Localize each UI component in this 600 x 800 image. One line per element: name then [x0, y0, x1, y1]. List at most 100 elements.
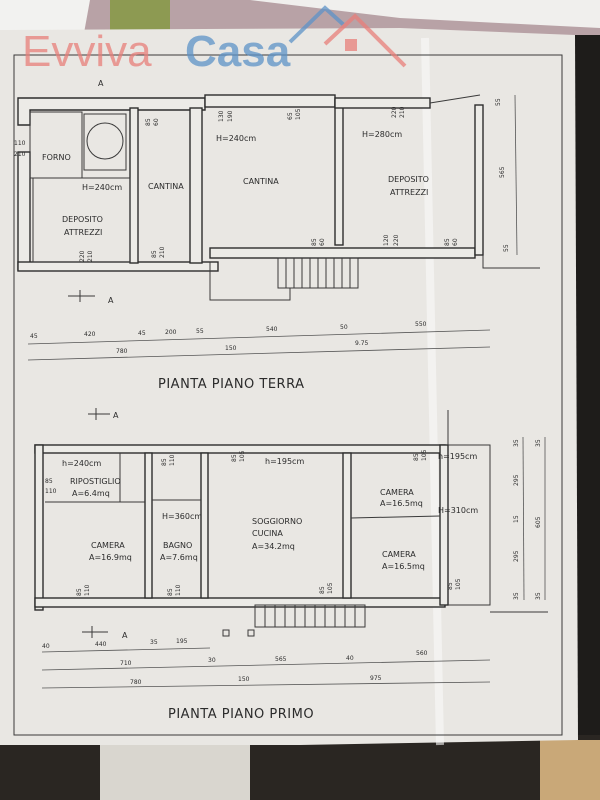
room-area: A=7.6mq — [160, 553, 198, 562]
wall — [34, 444, 44, 611]
room-label-deposito: DEPOSITO — [62, 215, 103, 224]
room-label-bagno: BAGNO — [163, 541, 192, 550]
opening-height: 60 — [153, 118, 160, 126]
room-label-camera: CAMERA — [91, 541, 125, 550]
wall — [200, 452, 209, 599]
logo-roof-red-icon — [323, 13, 407, 68]
dim-label: 200 — [165, 329, 177, 336]
vertical-dim: 295 — [513, 550, 520, 562]
wall — [34, 597, 446, 608]
wall — [209, 247, 476, 259]
dimension-line — [41, 647, 211, 653]
section-marker: A — [108, 296, 114, 305]
opening-width: 85 — [145, 118, 152, 126]
room-height: H=240cm — [82, 183, 122, 192]
opening-height: 110 — [45, 488, 57, 495]
opening-width: 130 — [218, 110, 225, 122]
logo-window-icon — [345, 39, 357, 51]
opening-width: 220 — [391, 106, 398, 118]
opening-width: 85 — [413, 453, 420, 461]
dim-label: 560 — [416, 650, 428, 657]
room-area: A=6.4mq — [72, 489, 110, 498]
opening-height: 105 — [295, 108, 302, 120]
vertical-dim-line — [522, 436, 525, 601]
vertical-dim: 15 — [513, 515, 520, 523]
oven-box — [83, 113, 127, 171]
opening-height: 210 — [14, 151, 26, 158]
dim-label: 9.75 — [355, 340, 369, 347]
opening-height: 60 — [319, 238, 326, 246]
logo-roof-blue-icon — [288, 5, 347, 44]
vertical-dim: 35 — [535, 439, 542, 447]
vertical-dim: 55 — [495, 98, 502, 106]
section-marker: A — [98, 79, 104, 88]
dimension-line — [27, 346, 491, 361]
opening-width: 85 — [45, 478, 53, 485]
dim-label: 35 — [150, 639, 158, 646]
room-label-ripostiglio: RIPOSTIGLIO — [70, 477, 121, 486]
opening-height: 105 — [455, 578, 462, 590]
wall — [334, 99, 344, 246]
room-label-forno: FORNO — [42, 153, 71, 162]
wall — [342, 452, 352, 599]
room-label-camera: CAMERA — [382, 550, 416, 559]
room-area: A=16.5mq — [382, 562, 425, 571]
room-area: A=34.2mq — [252, 542, 295, 551]
dimension-line — [27, 329, 491, 345]
vertical-dim: 55 — [503, 244, 510, 252]
opening-width: 85 — [319, 586, 326, 594]
opening-height: 105 — [239, 450, 246, 462]
dim-label: 50 — [340, 324, 348, 331]
ground-floor-plan: FORNO H=240cm DEPOSITO ATTREZZI CANTINA … — [14, 79, 540, 392]
vertical-dim: 605 — [535, 516, 542, 528]
oven-circle-icon — [86, 122, 124, 160]
opening-width: 65 — [287, 112, 294, 120]
ground-floor-title: PIANTA PIANO TERRA — [158, 377, 305, 392]
dimension-line — [41, 681, 491, 689]
first-floor-opening-dims: 85 110 85 110 85 105 85 110 85 110 85 10… — [45, 449, 462, 596]
ground-floor-stairs — [277, 257, 359, 289]
tiled-surface — [100, 745, 250, 800]
section-arrow-icon — [82, 626, 108, 638]
vertical-dim-line — [514, 94, 518, 256]
room-height: h=195cm — [438, 452, 477, 461]
dim-label: 975 — [370, 675, 382, 682]
opening-width: 85 — [231, 454, 238, 462]
vertical-dim: 35 — [513, 439, 520, 447]
room-label-cantina: CANTINA — [148, 182, 184, 191]
paper-sheet-top — [250, 0, 600, 28]
room-label-cucina: CUCINA — [252, 529, 283, 538]
sheet-border — [13, 54, 563, 736]
wall — [129, 107, 139, 264]
wall — [334, 97, 431, 109]
wall — [144, 452, 153, 599]
dim-label: 710 — [120, 660, 132, 667]
vertical-dim: 295 — [513, 474, 520, 486]
section-marker: A — [113, 411, 119, 420]
opening-width: 85 — [444, 238, 451, 246]
wall-outline — [429, 94, 540, 269]
dim-label: 30 — [208, 657, 216, 664]
opening-height: 105 — [327, 582, 334, 594]
room-area: A=16.5mq — [380, 499, 423, 508]
room-height: h=240cm — [62, 459, 101, 468]
opening-width: 85 — [161, 458, 168, 466]
opening-height: 110 — [84, 584, 91, 596]
first-floor-plan: h=240cm RIPOSTIGLIO A=6.4mq CAMERA A=16.… — [34, 408, 548, 722]
first-floor-stairs — [222, 604, 366, 637]
wall — [189, 107, 203, 264]
room-height: H=310cm — [438, 506, 478, 515]
fabric-patch — [110, 0, 170, 35]
dim-label: 565 — [275, 656, 287, 663]
dim-label: 40 — [42, 643, 50, 650]
opening-height: 210 — [159, 246, 166, 258]
opening-height: 110 — [175, 584, 182, 596]
vertical-dim: 35 — [535, 592, 542, 600]
section-arrow-icon — [68, 290, 95, 302]
room-height: h=195cm — [265, 457, 304, 466]
section-marker: A — [122, 631, 128, 640]
paper-fold — [421, 37, 444, 746]
opening-height: 190 — [227, 110, 234, 122]
opening-width: 220 — [79, 250, 86, 262]
